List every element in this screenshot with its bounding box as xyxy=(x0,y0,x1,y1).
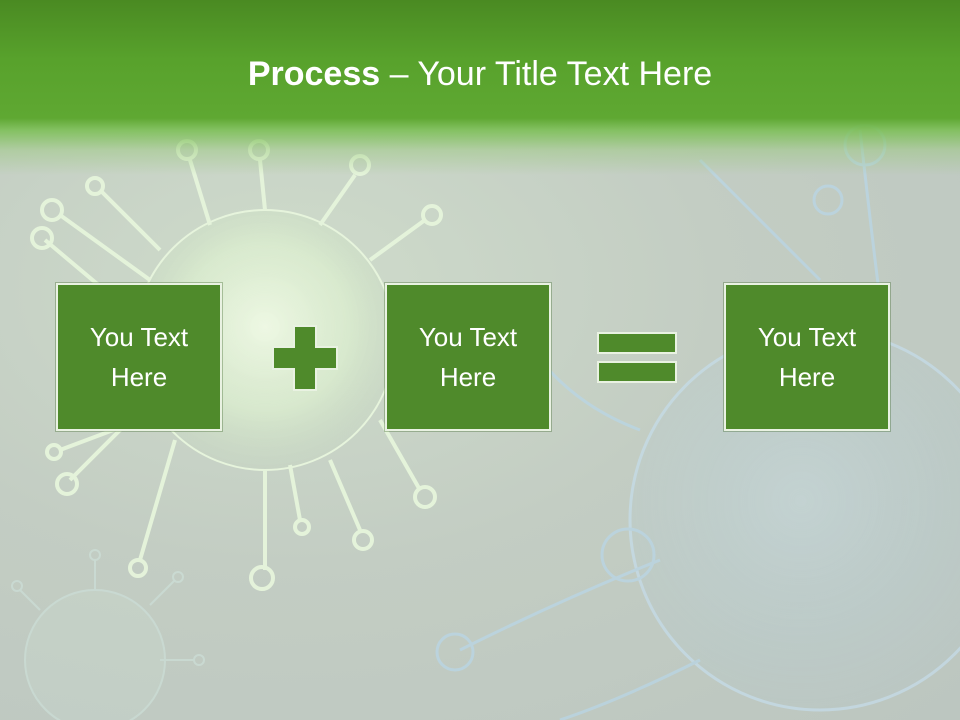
title-band xyxy=(0,0,960,175)
plus-icon xyxy=(272,325,338,391)
title-bold-part: Process xyxy=(247,55,381,93)
title-rest-part: – Your Title Text Here xyxy=(380,55,713,93)
process-box-2[interactable]: You Text Here xyxy=(385,283,551,431)
process-box-3[interactable]: You Text Here xyxy=(724,283,890,431)
process-box-3-text: You Text Here xyxy=(757,322,857,392)
virus-bottom-left xyxy=(11,549,205,720)
process-box-1-text: You Text Here xyxy=(89,322,189,392)
slide-title: Process – Your Title Text Here xyxy=(0,52,960,96)
process-box-2-text: You Text Here xyxy=(418,322,518,392)
equals-icon xyxy=(597,332,677,383)
process-box-1[interactable]: You Text Here xyxy=(56,283,222,431)
